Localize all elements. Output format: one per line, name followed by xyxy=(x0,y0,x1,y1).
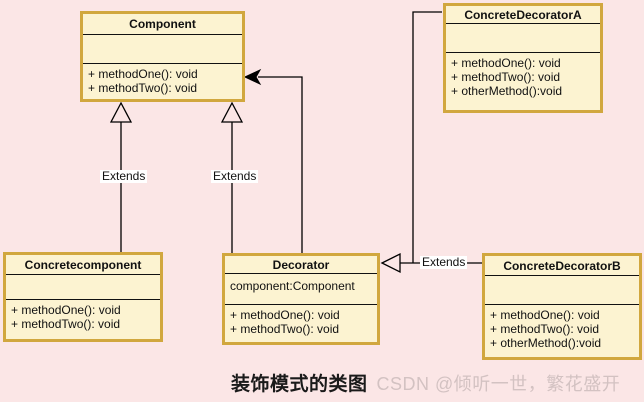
class-title: ConcreteDecoratorB xyxy=(503,258,621,273)
class-box-decorator[interactable]: Decorator component:Component + methodOn… xyxy=(222,253,380,345)
class-title: Concretecomponent xyxy=(24,257,142,272)
extends-label-concretecomponent: Extends xyxy=(100,169,148,183)
class-attributes-empty xyxy=(6,274,160,300)
extends-label-decorator: Extends xyxy=(211,169,259,183)
class-attributes-empty xyxy=(83,34,242,64)
class-methods: + methodOne(): void + methodTwo(): void xyxy=(225,305,377,342)
method-label: + methodOne(): void xyxy=(11,303,121,317)
method-label: + methodTwo(): void xyxy=(490,322,600,336)
method-label: + methodOne(): void xyxy=(88,67,198,81)
method-label: + methodTwo(): void xyxy=(11,317,121,331)
attribute-label: component:Component xyxy=(230,279,355,293)
method-label: + methodTwo(): void xyxy=(88,81,198,95)
method-label: + methodTwo(): void xyxy=(230,322,340,336)
association-line-decorator-component xyxy=(258,76,303,253)
class-title: Decorator xyxy=(272,257,330,272)
association-arrowhead xyxy=(243,68,262,86)
class-box-concrete-decorator-b[interactable]: ConcreteDecoratorB + methodOne(): void +… xyxy=(482,253,642,360)
class-box-concretecomponent[interactable]: Concretecomponent + methodOne(): void + … xyxy=(3,252,163,342)
method-label: + methodOne(): void xyxy=(451,56,561,70)
class-attributes-empty xyxy=(446,23,600,53)
caption-title: 装饰模式的类图 xyxy=(231,374,368,395)
extends-label-concrete-decorators: Extends xyxy=(420,255,468,269)
class-methods: + methodOne(): void + methodTwo(): void xyxy=(83,64,242,99)
method-label: + otherMethod():void xyxy=(451,84,563,98)
method-label: + otherMethod():void xyxy=(490,336,602,350)
generalization-line-concretedecoratora xyxy=(412,11,442,263)
method-label: + methodTwo(): void xyxy=(451,70,561,84)
generalization-triangle-to-decorator xyxy=(380,252,401,274)
class-methods: + methodOne(): void + methodTwo(): void … xyxy=(485,305,639,357)
class-box-component[interactable]: Component + methodOne(): void + methodTw… xyxy=(80,11,245,102)
class-methods: + methodOne(): void + methodTwo(): void xyxy=(6,300,160,339)
class-attributes: component:Component xyxy=(225,273,377,305)
generalization-triangle-concretecomponent xyxy=(109,101,133,123)
class-methods: + methodOne(): void + methodTwo(): void … xyxy=(446,53,600,110)
method-label: + methodOne(): void xyxy=(230,308,340,322)
class-title: Component xyxy=(129,17,196,31)
generalization-triangle-decorator xyxy=(220,101,244,123)
class-box-concrete-decorator-a[interactable]: ConcreteDecoratorA + methodOne(): void +… xyxy=(443,3,603,113)
method-label: + methodOne(): void xyxy=(490,308,600,322)
csdn-watermark: CSDN @倾听一世，繁花盛开 xyxy=(376,374,621,394)
class-title: ConcreteDecoratorA xyxy=(464,7,582,22)
diagram-caption: 装饰模式的类图 CSDN @倾听一世，繁花盛开 xyxy=(231,369,620,396)
class-attributes-empty xyxy=(485,275,639,305)
